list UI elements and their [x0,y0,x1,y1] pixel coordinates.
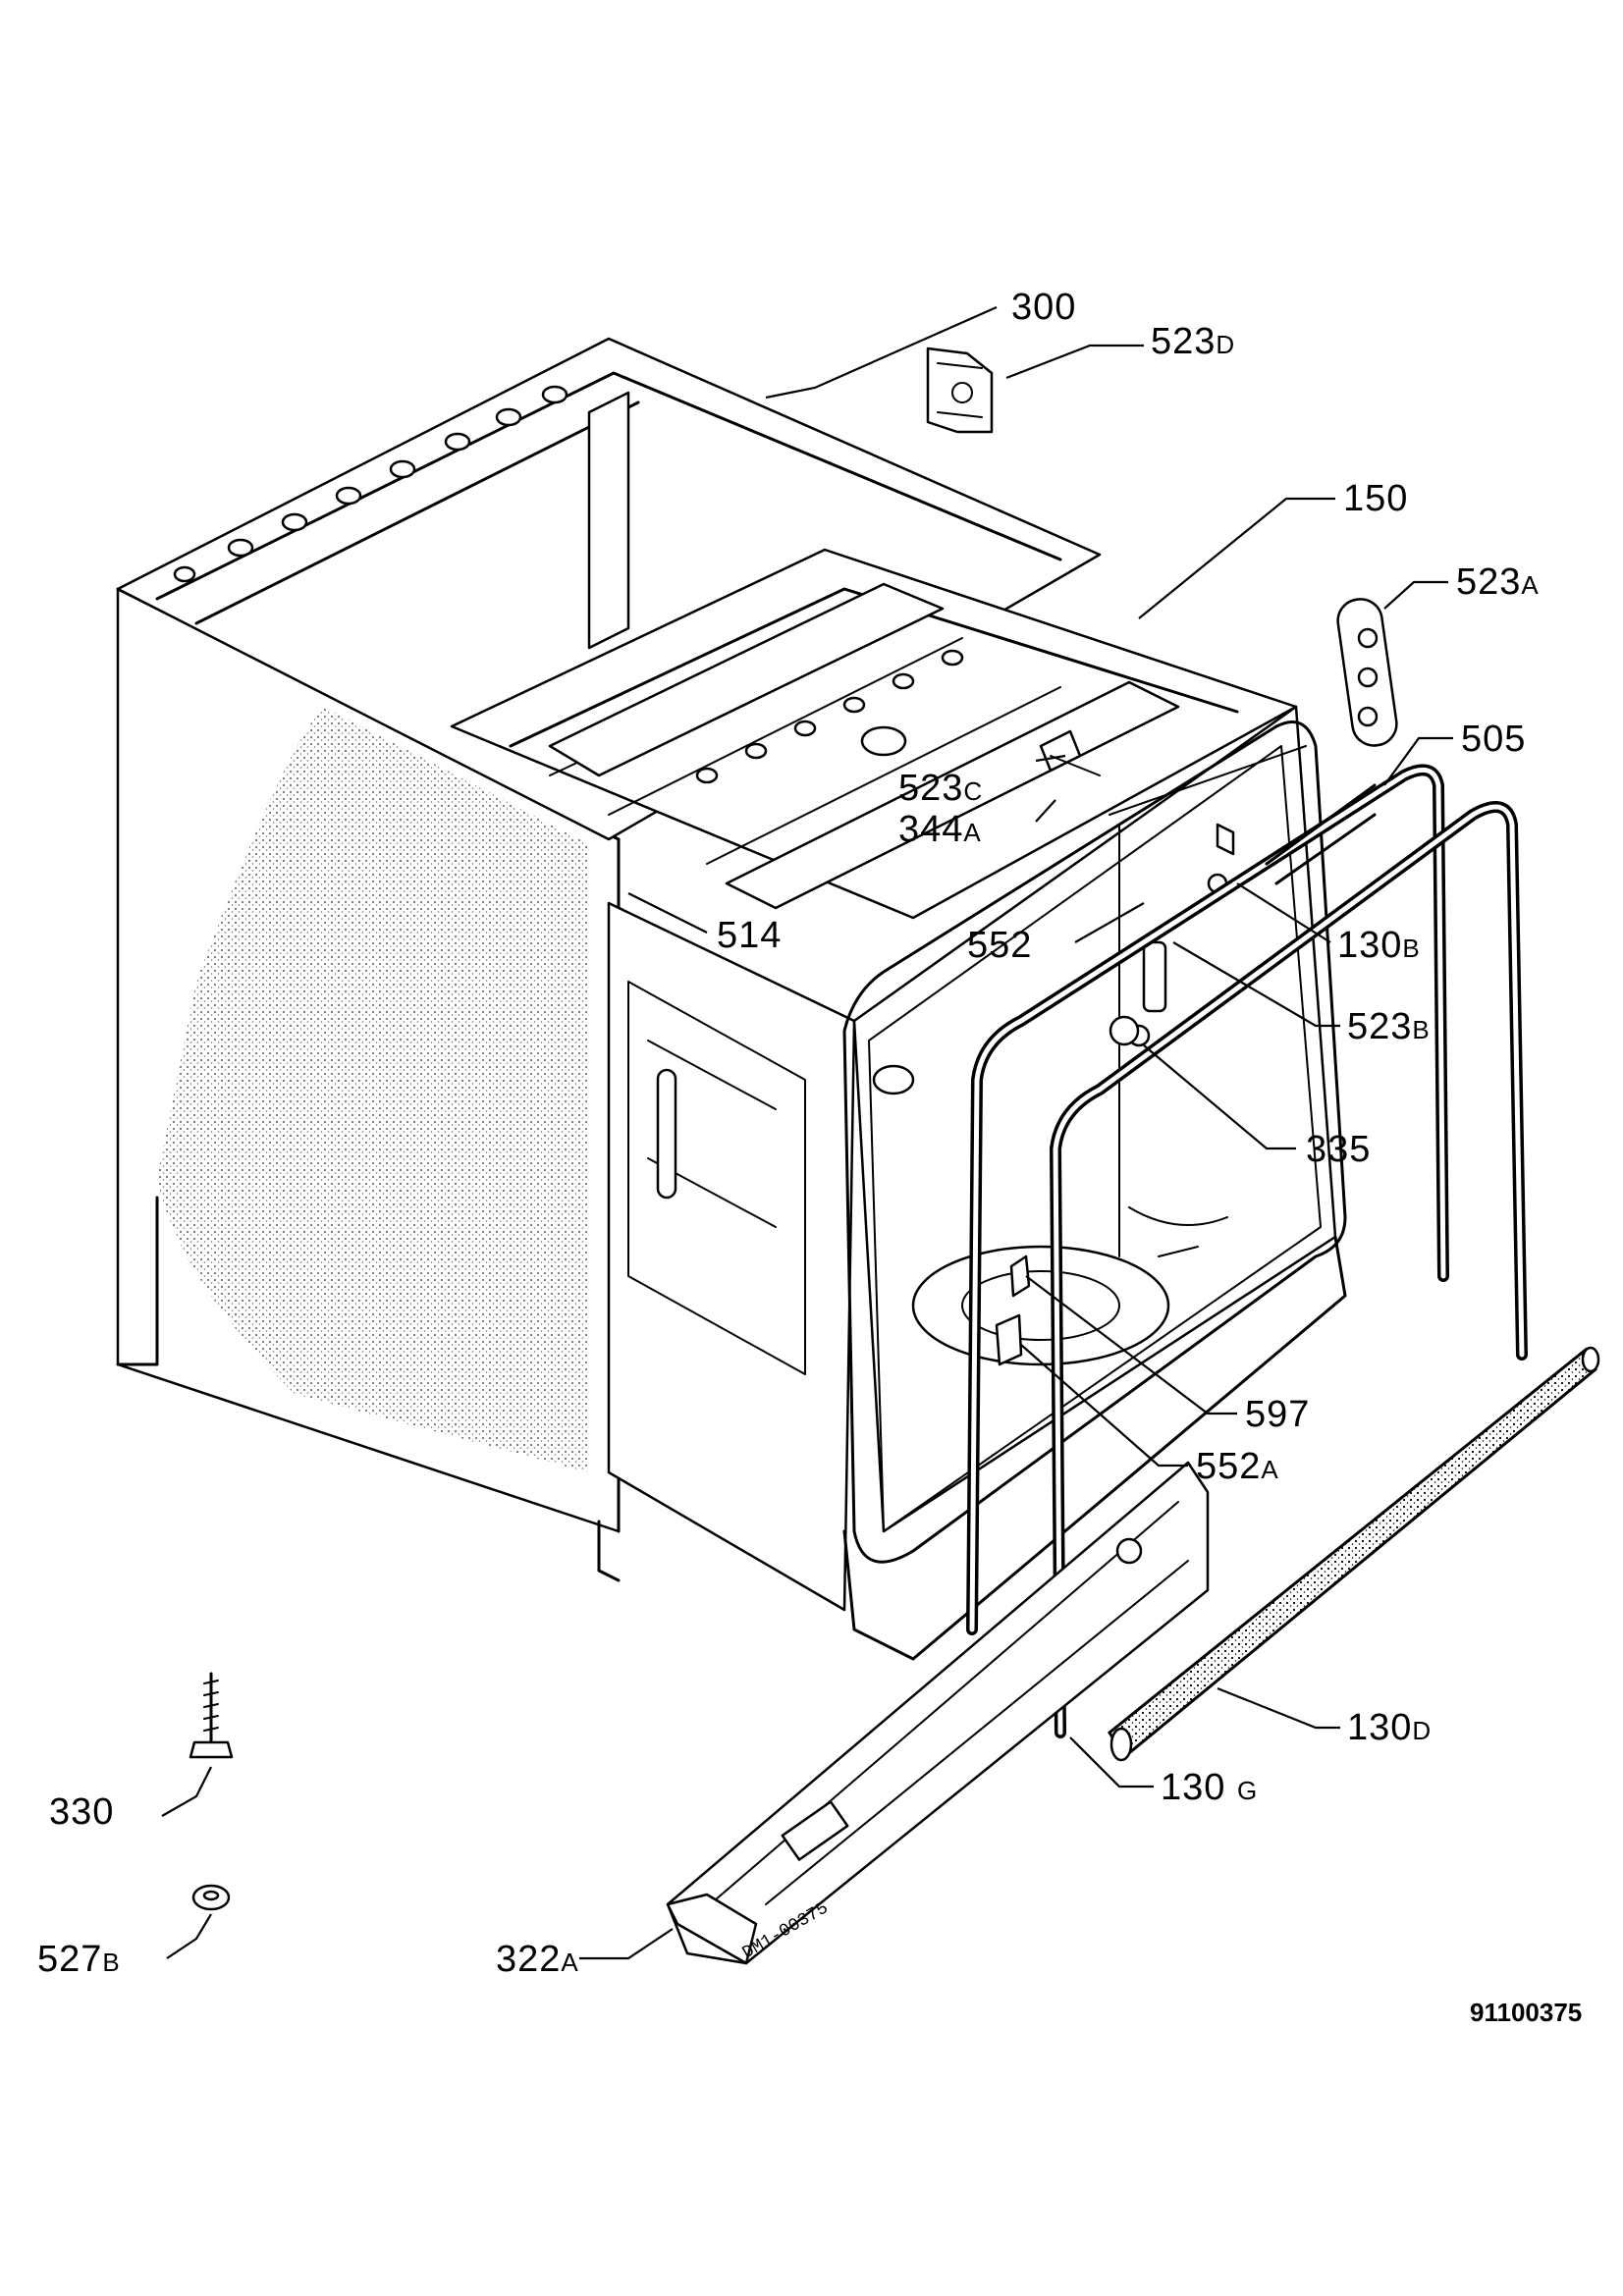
part-labels: 300 523D 150 523A 505 523C 344A 514 552 … [37,287,1540,1980]
label-514: 514 [717,915,782,956]
label-552: 552 [967,925,1032,966]
label-523a: 523A [1456,561,1540,603]
label-523d: 523D [1151,321,1235,362]
label-505: 505 [1461,719,1526,760]
label-523b: 523B [1347,1006,1431,1047]
cabinet-frame [116,337,1102,1582]
leveling-foot-330 [189,1672,234,1759]
bracket-523d [926,347,994,434]
document-number: 91100375 [1470,1998,1582,2027]
plinth-seal-130d [1108,1346,1600,1762]
label-597: 597 [1245,1394,1310,1435]
label-130b: 130B [1337,925,1421,966]
label-552a: 552A [1196,1446,1279,1487]
label-335: 335 [1306,1129,1371,1170]
leader-lines [161,305,1453,1960]
door-seals [966,764,1528,1738]
label-527b: 527B [37,1939,121,1980]
top-rail-holes [173,385,568,583]
label-330: 330 [49,1791,114,1833]
bracket-523a [1336,598,1398,747]
nut-527b [191,1884,231,1911]
label-322a: 322A [496,1939,579,1980]
label-344a: 344A [898,809,982,850]
label-130d: 130D [1347,1707,1432,1748]
label-130g: 130 G [1161,1767,1258,1808]
internal-fittings [995,729,1235,1366]
label-300: 300 [1011,287,1076,328]
label-150: 150 [1343,478,1408,519]
label-523c: 523C [898,768,983,809]
